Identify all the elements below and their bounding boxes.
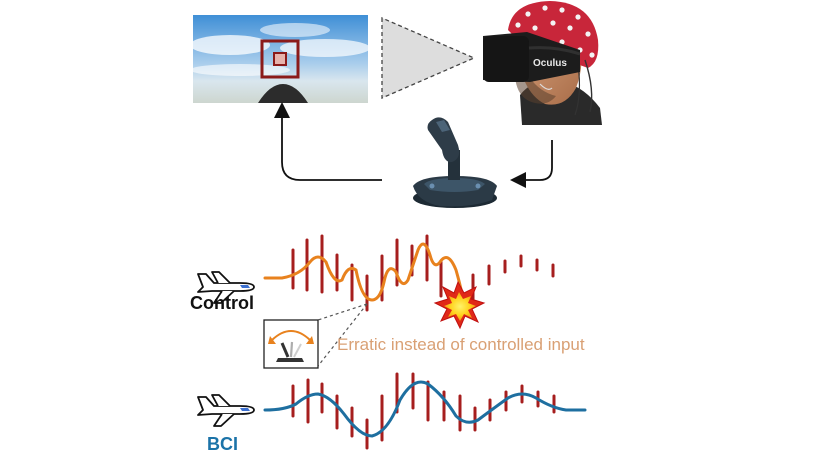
target-frame [260, 39, 300, 79]
control-label: Control [190, 293, 254, 313]
zoom-line-top [317, 303, 368, 321]
explosion-icon [433, 280, 486, 330]
tilting-joystick-icon [268, 330, 314, 362]
erratic-annotation: Erratic instead of controlled input [337, 335, 585, 354]
bci-ticks [291, 372, 556, 450]
airplane-icon [197, 394, 255, 427]
feedback-arrow-left [281, 116, 382, 181]
feedback-arrow-right [524, 140, 553, 181]
joystick-icon [413, 117, 497, 208]
projection-cone [381, 17, 476, 99]
person-with-headset: Oculus [483, 1, 602, 125]
control-signal-line [263, 242, 464, 302]
zoom-line-bottom [317, 303, 368, 367]
vr-headset-icon: Oculus [483, 32, 581, 82]
headset-brand-text: Oculus [533, 58, 567, 69]
vr-scene [190, 15, 370, 103]
erratic-input-inset [263, 319, 319, 369]
bci-label: BCI [207, 434, 238, 454]
bci-signal-line [263, 380, 587, 438]
airplane-icon [197, 271, 255, 304]
